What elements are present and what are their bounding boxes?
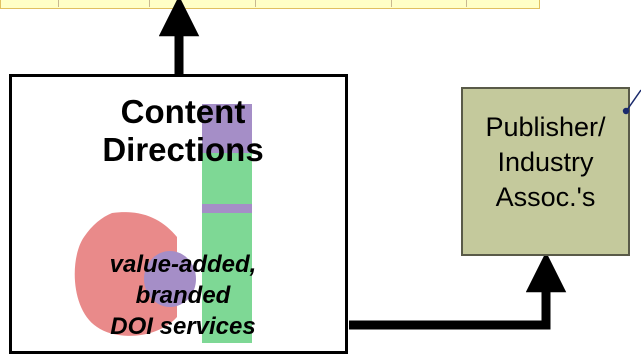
logo-stem-purple-top [202, 104, 252, 153]
publisher-label: Publisher/ Industry Assoc.'s [463, 110, 628, 215]
title-line: Content [120, 93, 246, 130]
content-directions-title: Content Directions [53, 93, 313, 169]
publisher-line: Assoc.'s [495, 182, 596, 212]
publisher-line: Industry [497, 147, 594, 177]
logo-stem-green-upper [202, 153, 252, 204]
connector-to-publisher [349, 251, 567, 330]
pointer-marker-icon [622, 89, 641, 115]
title-line: Directions [102, 131, 264, 168]
content-directions-subtitle: value-added, branded DOI services [53, 249, 313, 342]
logo-stem-green-lower [202, 213, 252, 343]
doi-logo-icon [74, 104, 252, 343]
subtitle-line: value-added, [109, 251, 257, 278]
publisher-line: Publisher/ [485, 112, 606, 142]
logo-stem-purple-band [202, 204, 252, 213]
content-directions-box: Content Directions value-added, branded … [9, 74, 348, 354]
logo-purple-dot [144, 251, 196, 307]
subtitle-line: DOI services [110, 313, 256, 340]
subtitle-line: branded [135, 282, 231, 309]
top-banner [0, 0, 540, 9]
logo-pink-shape [74, 212, 177, 336]
publisher-box: Publisher/ Industry Assoc.'s [461, 87, 630, 256]
